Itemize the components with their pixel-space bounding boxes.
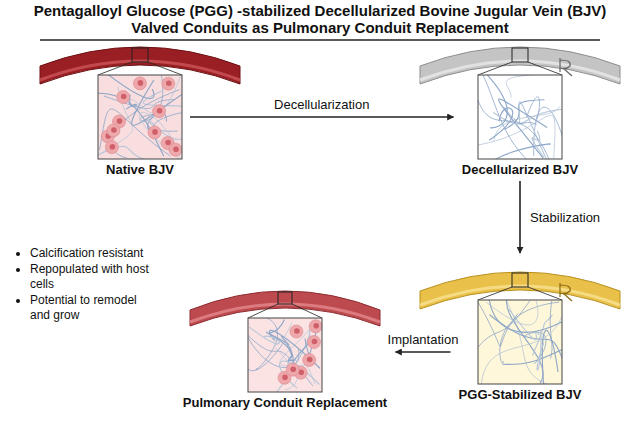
zoom-line [292,304,322,318]
step-label: Decellularization [272,97,371,112]
cell-nucleus [111,127,117,133]
valve-leaflet [560,283,572,301]
zoom-marker [512,273,528,287]
zoom-line [528,287,562,300]
process-arrow [396,351,451,353]
cell-body [286,363,299,376]
tissue-inset [98,75,182,159]
tissue-panel: Pulmonary Conduit Replacement [178,318,393,411]
cell-nucleus [290,366,296,372]
collagen-fiber [506,75,562,98]
collagen-fiber [537,330,544,370]
collagen-fiber [274,323,292,368]
panel-caption: Pulmonary Conduit Replacement [178,395,393,411]
collagen-fiber [478,89,552,159]
collagen-fiber [98,75,154,98]
cell-body [169,143,182,156]
inset-border [478,300,562,384]
collagen-fiber [504,107,537,124]
cell-nucleus [157,108,163,114]
cell-body [290,325,303,338]
collagen-fiber [492,144,550,159]
zoom-line [98,62,132,75]
cell-nucleus [138,80,144,86]
collagen-fiber [532,131,544,157]
tissue-panel: Native BJV [93,75,187,178]
collagen-fiber [498,99,547,158]
tissue-panel: Decellularized BJV [457,75,584,178]
zoom-marker [278,292,292,304]
cell-nucleus [173,146,179,152]
collagen-fiber [489,300,562,332]
cell-nucleus [282,375,288,381]
benefit-item: Potential to remodel and grow [30,293,158,323]
cell-body [162,77,175,90]
collagen-fiber [269,320,289,345]
zoom-line [478,287,512,300]
cell-nucleus [110,144,116,150]
inset-border [478,75,562,159]
tissue-inset [248,318,322,392]
collagen-fiber [486,75,508,128]
collagen-fiber [519,102,548,159]
collagen-fiber [550,301,552,359]
cell-nucleus [117,118,123,124]
collagen-fiber [250,318,278,370]
step-label: Implantation [386,332,461,347]
panel-caption: Native BJV [93,162,187,178]
cell-nucleus [166,80,172,86]
zoom-line [148,62,182,75]
zoom-line [528,62,562,75]
collagen-fiber [249,327,279,344]
valve-leaflet [560,58,572,76]
panel-caption: PGG-Stabilized BJV [454,387,587,403]
cell-nucleus [121,94,127,100]
collagen-fiber [478,115,555,159]
zoom-marker [512,48,528,62]
inset-border [248,318,322,392]
tissue-panel: PGG-Stabilized BJV [454,256,587,403]
process-arrow [190,116,454,118]
cell-nucleus [152,129,158,135]
cell-body [308,336,321,349]
collagen-fiber [489,108,513,140]
zoom-marker [132,48,148,62]
cell-body [309,320,322,333]
cell-body [105,141,118,154]
benefit-item: Calcification resistant [30,246,158,261]
zoom-line [248,304,278,318]
benefit-item: Repopulated with host cells [30,262,158,292]
cell-body [133,77,146,90]
benefit-list: Calcification resistantRepopulated with … [14,246,158,324]
collagen-fiber [478,300,518,346]
step-label: Stabilization [528,210,602,225]
cell-nucleus [294,328,300,334]
inset-border [98,75,182,159]
zoom-line [478,62,512,75]
process-arrow [519,181,521,253]
cell-body [117,91,130,104]
title: Pentagalloyl Glucose (PGG) -stabilized D… [20,2,620,36]
cell-body [153,105,166,118]
collagen-fiber [503,347,563,364]
collagen-fiber [542,330,558,384]
panel-caption: Decellularized BJV [457,162,584,178]
collagen-fiber [147,119,182,139]
cell-body [148,126,161,139]
collagen-fiber [248,343,283,370]
collagen-fiber [478,75,531,159]
cell-nucleus [307,357,313,363]
cell-nucleus [165,140,171,146]
cell-body [303,354,316,367]
cell-body [107,124,120,137]
tissue-inset [478,300,562,384]
title-underline [40,39,600,41]
cell-nucleus [313,323,319,329]
cell-nucleus [312,339,318,345]
